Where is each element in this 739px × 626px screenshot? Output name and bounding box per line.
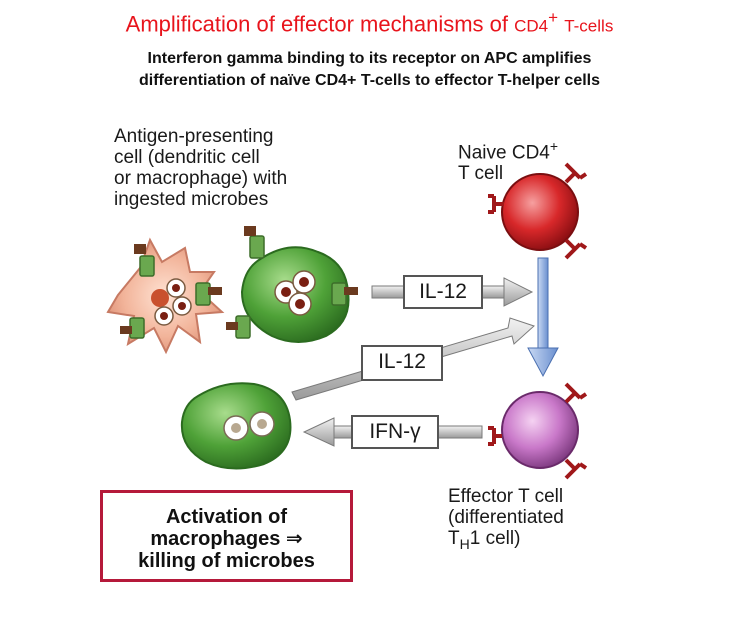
title-cd4: CD4 [514, 16, 549, 36]
apc-label-line-1: Antigen-presenting [114, 126, 274, 147]
title-main: Amplification of effector mechanisms of [125, 11, 508, 37]
activation-box: Activation of macrophages ⇒ killing of m… [100, 490, 353, 582]
title-tcells: T-cells [564, 16, 614, 36]
il12-diagonal-arrow [291, 317, 535, 401]
activation-line-2: macrophages ⇒ [150, 528, 303, 550]
effector-label-suffix: 1 cell) [469, 528, 521, 549]
effector-t-cell-label: Effector T cell (differentiated TH1 cell… [448, 486, 564, 555]
effector-label-sub: H [459, 535, 470, 552]
effector-label-line-1: Effector T cell [448, 486, 564, 507]
naive-t-cell-label: Naive CD4+ T cell [458, 136, 558, 184]
il12-mid-label: IL-12 [378, 350, 426, 373]
macrophage-apc [240, 246, 350, 343]
naive-label-sup: + [549, 138, 559, 154]
effector-label-t: T [448, 528, 460, 549]
slide-subtitle: Interferon gamma binding to its receptor… [0, 48, 739, 92]
apc-label-line-3: or macrophage) with [114, 168, 288, 189]
activation-line-3: killing of microbes [138, 550, 315, 572]
naive-t-cell [501, 173, 579, 251]
effector-tcr-receptors [488, 382, 588, 480]
activation-line-1: Activation of [165, 506, 288, 528]
naive-tcr-receptors [488, 162, 588, 260]
il12-top-label: IL-12 [419, 280, 467, 303]
ifn-gamma-label: IFN-γ [369, 420, 421, 443]
differentiation-arrow [527, 257, 559, 378]
effector-label-line-2: (differentiated [448, 507, 564, 528]
naive-label-line-1: Naive CD4 [458, 142, 550, 164]
title-plus: + [548, 8, 559, 27]
apc-label-line-2: cell (dendritic cell [114, 147, 260, 168]
naive-label-line-2: T cell [458, 163, 504, 185]
activated-macrophage [180, 382, 292, 470]
ifn-gamma-arrow [302, 415, 483, 449]
apc-label-line-4: ingested microbes [114, 189, 269, 210]
apc-label: Antigen-presenting cell (dendritic cell … [114, 126, 287, 210]
subtitle-line-2: differentiation of naïve CD4+ T-cells to… [139, 72, 600, 89]
peptide-markers [120, 226, 358, 334]
slide-title: Amplification of effector mechanisms of … [0, 8, 739, 37]
il12-top-arrow [371, 275, 534, 309]
mhc-receptors [129, 235, 347, 339]
effector-t-cell [501, 391, 579, 469]
subtitle-line-1: Interferon gamma binding to its receptor… [147, 50, 592, 67]
